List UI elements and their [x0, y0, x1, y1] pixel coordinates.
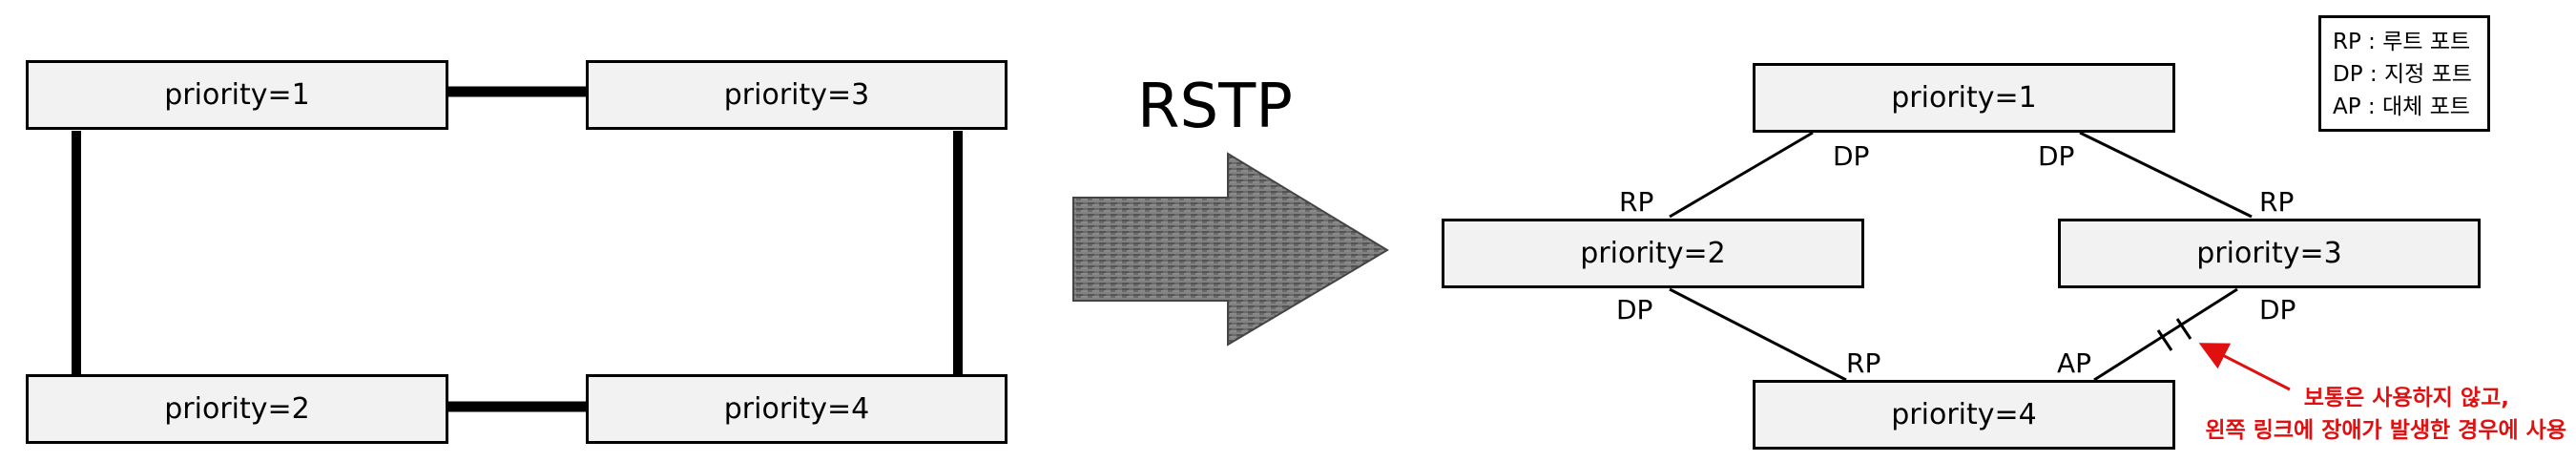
- legend-item-ap: AP : 대체 포트: [2333, 94, 2470, 119]
- left-switch-1: priority=1: [26, 60, 448, 130]
- ap-note-line-2: 왼쪽 링크에 장애가 발생한 경우에 사용: [2205, 418, 2566, 443]
- right-link-4-3: [2093, 287, 2238, 382]
- note-pointer-arrow: [2198, 343, 2291, 391]
- right-switch-4: priority=4: [1753, 380, 2175, 450]
- right-switch-3: priority=3: [2058, 219, 2481, 288]
- transition-arrow: [1072, 152, 1389, 346]
- port-label-p3-top: RP: [2259, 186, 2295, 218]
- left-switch-3: priority=3: [586, 60, 1008, 130]
- left-switch-4: priority=4: [586, 374, 1008, 444]
- port-label-p4-right: AP: [2057, 347, 2092, 379]
- right-link-1-3: [2079, 131, 2253, 219]
- blocked-port-mark-1: [2156, 329, 2173, 351]
- right-link-2-4: [1669, 287, 1847, 382]
- port-label-p2-bottom: DP: [1616, 294, 1653, 326]
- port-label-p1-left: DP: [1833, 140, 1870, 172]
- ap-note: 보통은 사용하지 않고, 왼쪽 링크에 장애가 발생한 경우에 사용: [2205, 382, 2566, 447]
- blocked-port-mark-2: [2175, 318, 2192, 340]
- left-switch-2: priority=2: [26, 374, 448, 444]
- port-label-p2-top: RP: [1619, 186, 1654, 218]
- right-switch-2: priority=2: [1442, 219, 1864, 288]
- port-label-p3-bottom: DP: [2259, 294, 2296, 326]
- ap-note-line-1: 보통은 사용하지 않고,: [2303, 386, 2509, 410]
- right-link-1-2: [1669, 131, 1814, 219]
- rstp-title: RSTP: [1137, 72, 1293, 142]
- legend-item-rp: RP : 루트 포트: [2333, 30, 2471, 54]
- port-label-p4-left: RP: [1846, 347, 1881, 379]
- port-label-p1-right: DP: [2038, 140, 2075, 172]
- right-switch-1: priority=1: [1753, 63, 2175, 133]
- legend-item-dp: DP : 지정 포트: [2333, 62, 2472, 87]
- port-legend: RP : 루트 포트 DP : 지정 포트 AP : 대체 포트: [2318, 15, 2490, 132]
